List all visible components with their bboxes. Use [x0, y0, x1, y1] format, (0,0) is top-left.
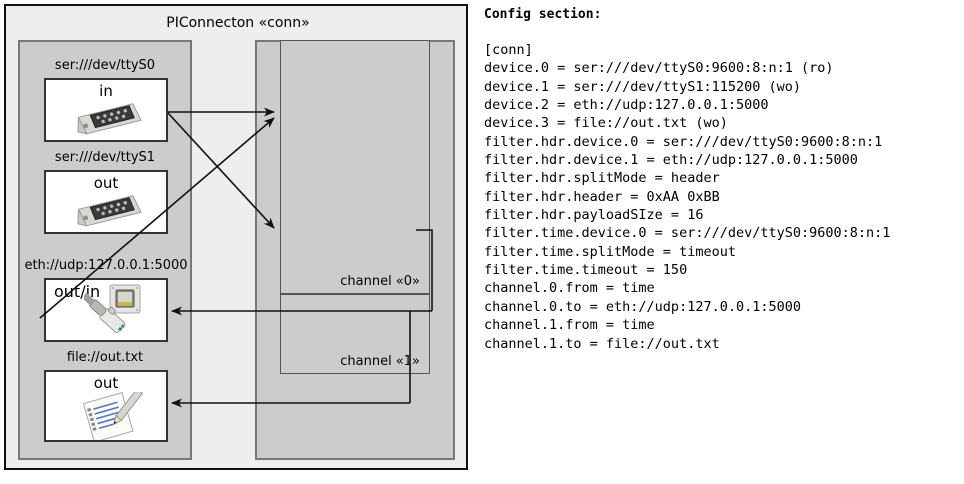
channel-box-1[interactable]: channel «1»	[280, 294, 430, 374]
device-box-ttys1[interactable]: out	[44, 170, 168, 234]
device-direction-file: out	[93, 374, 119, 392]
serial-port-icon	[77, 195, 142, 227]
ethernet-icon	[84, 284, 141, 334]
diagram-title: PIConnecton «conn»	[166, 15, 310, 31]
device-direction-ttys0: in	[99, 82, 113, 100]
channel-1-label: channel «1»	[340, 354, 420, 369]
device-label-eth: eth://udp:127.0.0.1:5000	[24, 258, 188, 273]
device-direction-ttys1: out	[93, 174, 119, 192]
filters-panel: filters Filter «hdr» header = 0xAA 0xBB …	[255, 40, 455, 460]
device-box-ttys0[interactable]: in	[44, 78, 168, 142]
channel-box-0[interactable]: channel «0»	[280, 40, 430, 294]
device-box-eth[interactable]: out/in	[44, 278, 168, 342]
channel-0-label: channel «0»	[340, 274, 420, 289]
text-file-icon	[82, 392, 144, 440]
device-label-ttys0: ser:///dev/ttyS0	[54, 58, 156, 73]
config-section: Config section: [conn] device.0 = ser://…	[482, 0, 964, 484]
device-label-file: file://out.txt	[66, 350, 144, 365]
serial-port-icon	[77, 103, 142, 135]
architecture-diagram: PIConnecton «conn» ser:///dev/ttyS0 in	[0, 0, 478, 484]
config-text: [conn] device.0 = ser:///dev/ttyS0:9600:…	[484, 42, 891, 352]
device-box-file[interactable]: out	[44, 370, 168, 442]
config-heading: Config section:	[484, 7, 602, 22]
devices-panel: ser:///dev/ttyS0 in	[18, 40, 192, 460]
device-label-ttys1: ser:///dev/ttyS1	[54, 150, 156, 165]
